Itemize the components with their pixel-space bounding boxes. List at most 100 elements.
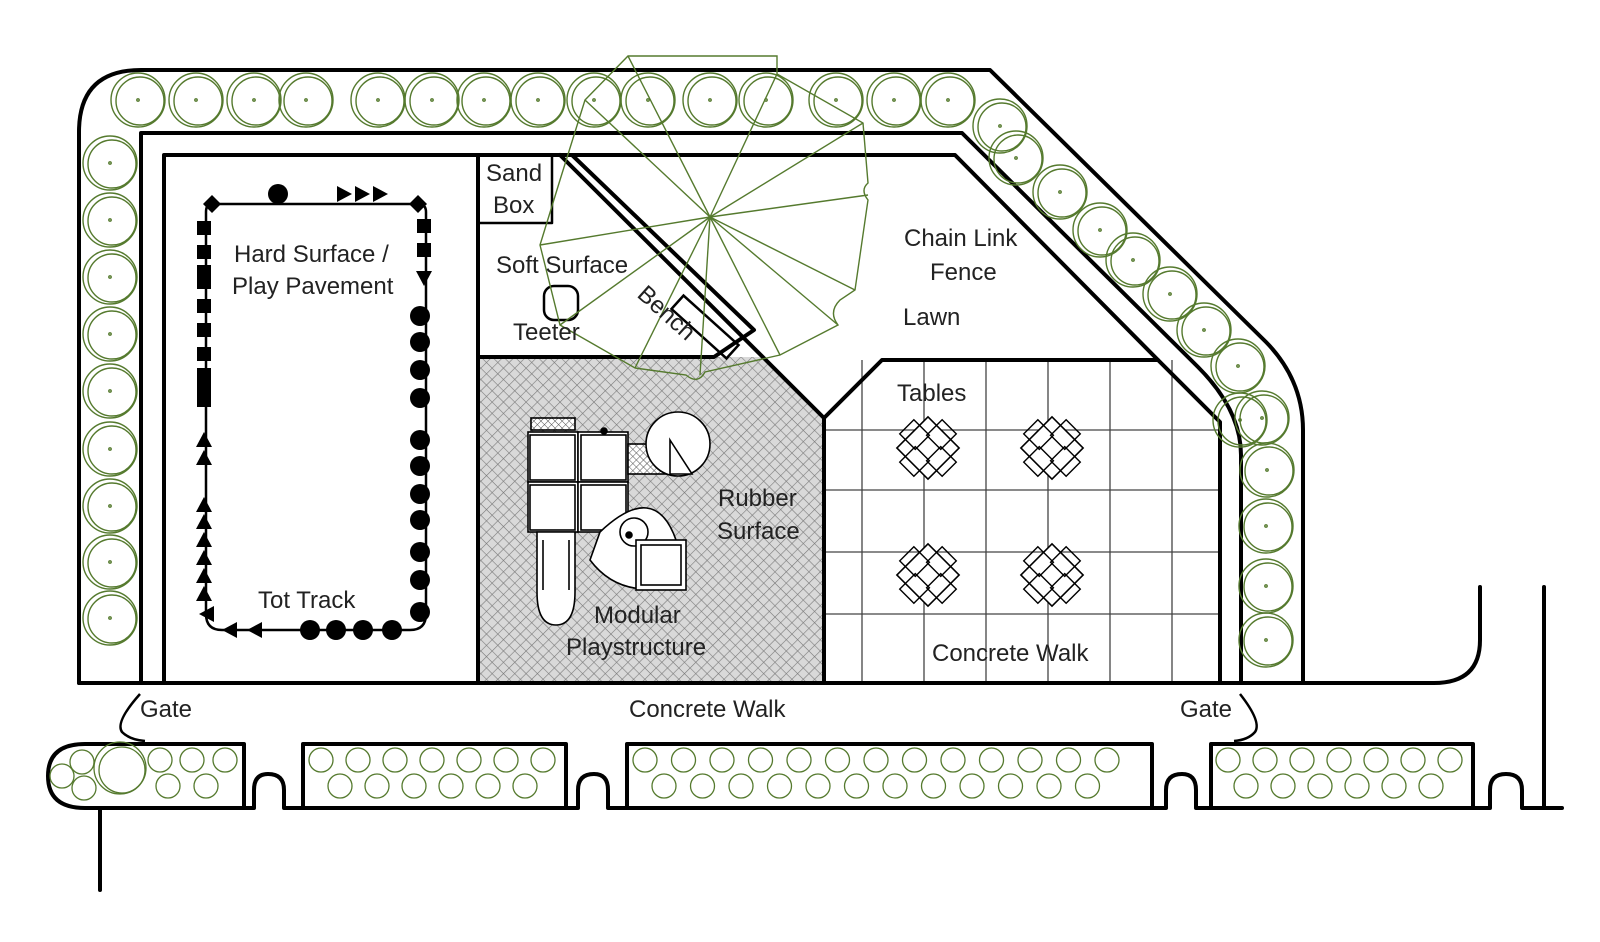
shrub-icon (155, 773, 181, 799)
shrub-icon (901, 747, 928, 773)
shrub-icon (728, 773, 754, 799)
tree-icon (82, 534, 138, 590)
track-circle-marker (410, 430, 430, 450)
track-triangle-marker (355, 186, 370, 202)
track-circle-marker (410, 360, 430, 380)
shrub-icon (1307, 773, 1333, 799)
outer-boundary-wall (77, 68, 1305, 685)
picnic-table-icon (1019, 542, 1085, 608)
tree-icon (998, 124, 1002, 128)
sand-box-label-2: Box (493, 192, 534, 219)
shrub-icon (1381, 773, 1407, 799)
tree-icon (993, 134, 1043, 184)
concrete-walk-inner-label: Concrete Walk (932, 640, 1089, 667)
canopy-ray (627, 55, 711, 218)
track-triangle-marker (247, 622, 262, 638)
track-square-marker (197, 323, 211, 337)
shrub-icon (978, 747, 1005, 773)
shrub-icon (920, 773, 947, 799)
teeter-label: Teeter (513, 319, 580, 346)
shrub-icon (345, 747, 371, 773)
track-triangle-marker (337, 186, 352, 202)
modular-playstructure (527, 411, 711, 626)
tree-icon (682, 72, 738, 128)
modular-label-2: Playstructure (566, 634, 706, 661)
tree-icon (1202, 328, 1206, 332)
gate-left-label: Gate (140, 696, 192, 723)
table-seat (1049, 545, 1082, 578)
tree-icon (87, 196, 137, 246)
track-diamond-marker (203, 195, 221, 213)
rubber-surface-label-2: Surface (717, 518, 800, 545)
canopy-ray (584, 99, 711, 218)
tree-icon (1243, 616, 1293, 666)
tree-icon (738, 72, 794, 128)
tree-icon (461, 76, 511, 126)
planter-bed-2 (301, 742, 568, 810)
tree-icon (482, 98, 486, 102)
tree-icon (813, 76, 863, 126)
tree-icon (108, 332, 112, 336)
canopy-ray (634, 216, 711, 369)
concrete-walk-grid (824, 360, 1220, 683)
tree-icon (1238, 418, 1242, 422)
tree-icon (1243, 562, 1293, 612)
track-circle-marker (300, 620, 320, 640)
tree-icon (82, 192, 138, 248)
tree-icon (592, 98, 596, 102)
tree-icon (82, 590, 138, 646)
track-circle-marker (410, 542, 430, 562)
tree-icon (108, 447, 112, 451)
tree-icon (108, 616, 112, 620)
tree-icon (1215, 342, 1265, 392)
canopy-ray (709, 73, 778, 218)
tree-icon (1244, 446, 1294, 496)
track-circle-marker (410, 306, 430, 326)
track-triangle-marker (196, 568, 212, 583)
tree-icon (1238, 498, 1294, 554)
tree-icon (1142, 266, 1198, 322)
shrub-icon (786, 747, 812, 773)
shrub-icon (212, 747, 238, 773)
tree-icon (834, 98, 838, 102)
track-square-marker (197, 245, 211, 259)
shrub-icon (69, 749, 95, 775)
bench-label: Bench (632, 280, 701, 346)
table-seat (925, 545, 958, 578)
curb-connector-3 (1150, 772, 1213, 810)
tree-icon (108, 275, 112, 279)
shrub-icon (475, 773, 501, 799)
tree-icon (1176, 302, 1232, 358)
tree-icon (355, 76, 405, 126)
shrub-icon (1418, 773, 1444, 799)
canopy-ray (539, 216, 711, 246)
shrub-icon (71, 775, 97, 801)
shrub-icon (863, 747, 889, 773)
shrub-icon (49, 763, 75, 789)
tree-icon (82, 363, 138, 419)
table-seat (1049, 418, 1082, 451)
shrub-icon (997, 773, 1024, 799)
track-triangle-marker (196, 432, 212, 447)
tree-icon (510, 72, 566, 128)
tree-icon (1260, 416, 1264, 420)
concrete-patio-boundary (1156, 358, 1222, 685)
shrub-icon (882, 773, 908, 799)
shrub-icon (959, 773, 985, 799)
track-triangle-marker (196, 514, 212, 529)
tree-icon (571, 76, 621, 126)
soft-surface-zone (476, 153, 756, 359)
shrub-icon (98, 746, 146, 794)
planter-bed-3 (625, 742, 1154, 810)
shrub-icon (1400, 747, 1426, 773)
tree-icon (1236, 364, 1240, 368)
walk-edge-line (77, 585, 1482, 685)
shrub-icon (1437, 747, 1463, 773)
shrub-icon (632, 747, 658, 773)
tree-icon (1265, 468, 1269, 472)
track-circle-marker (326, 620, 346, 640)
gate-left-swing (119, 693, 146, 743)
curb-connector-1 (242, 772, 305, 810)
shrub-icon (651, 773, 677, 799)
tree-icon (892, 98, 896, 102)
